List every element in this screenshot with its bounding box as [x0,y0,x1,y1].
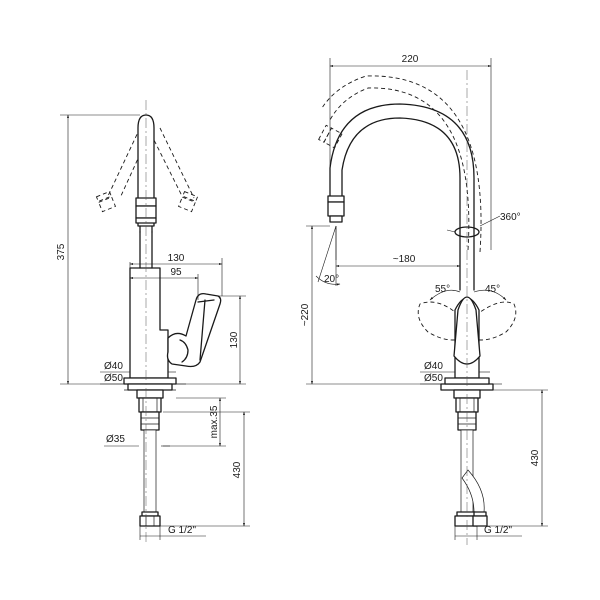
lever-handle-side [166,292,222,368]
dim-width-95: 95 [129,267,199,300]
dim-width-95-label: 95 [170,267,182,278]
side-view: 375 130 95 130 Ø40 [56,100,250,545]
dim-base-diameter-front-label: Ø50 [424,373,443,384]
base-flange-side [123,377,177,431]
dim-max-thickness-label: max.35 [209,405,220,438]
dim-height-130: 130 [176,295,246,385]
dim-spout-height-label: ~220 [300,303,311,326]
dim-base-diameter-side: Ø50 [100,373,186,385]
dim-hose-length-side-label: 430 [232,461,243,478]
dim-body-diameter-front: Ø40 [420,361,490,373]
ghost-lever-left [417,301,465,341]
dim-width-130-label: 130 [168,253,185,264]
dim-thread-side-label: G 1/2" [168,525,196,536]
supply-hose-side [139,429,161,527]
dim-shank-diameter-side: Ø35 [104,434,170,447]
dim-body-diameter-side-label: Ø40 [104,361,123,372]
dim-shank-diameter-side-label: Ø35 [106,434,125,445]
body-side [129,231,169,379]
dim-reach: ~180 [335,226,461,268]
supply-hoses-front [454,429,488,527]
dim-spout-angle-label: 20° [324,274,339,285]
dim-lever-left-angle-label: 55° [435,284,450,295]
dim-hose-length-front: 430 [480,389,548,527]
ghost-spout-front [318,75,482,253]
dim-reach-label: ~180 [393,254,416,265]
dim-lever-right-angle-label: 45° [485,284,500,295]
dim-height-130-label: 130 [229,331,240,348]
dim-total-height-label: 375 [56,243,67,260]
dim-body-diameter-side: Ø40 [100,361,176,373]
dim-body-diameter-front-label: Ø40 [424,361,443,372]
dim-base-diameter-side-label: Ø50 [104,373,123,384]
dim-hose-length-front-label: 430 [530,449,541,466]
dim-spout-angle: 20° [315,225,341,286]
dim-lever-angles: 55° 45° [429,284,507,301]
front-view: 360° [300,54,548,545]
ghost-lever-right [469,301,517,341]
dim-reach-width: 220 [329,54,492,250]
dim-spout-height: ~220 [300,225,441,385]
dim-base-diameter-front: Ø50 [420,373,502,385]
dim-hose-length-side: 430 [160,411,250,527]
dim-thread-front: G 1/2" [454,525,522,540]
dim-rotation-label: 360° [500,212,521,223]
dim-thread-front-label: G 1/2" [484,525,512,536]
dim-max-thickness: max.35 [163,397,226,447]
dim-width-130: 130 [129,253,223,296]
dim-reach-width-label: 220 [402,54,419,65]
rotation-indicator: 360° [446,212,521,238]
gooseneck-spout [327,103,475,291]
dim-thread-side: G 1/2" [139,525,206,540]
